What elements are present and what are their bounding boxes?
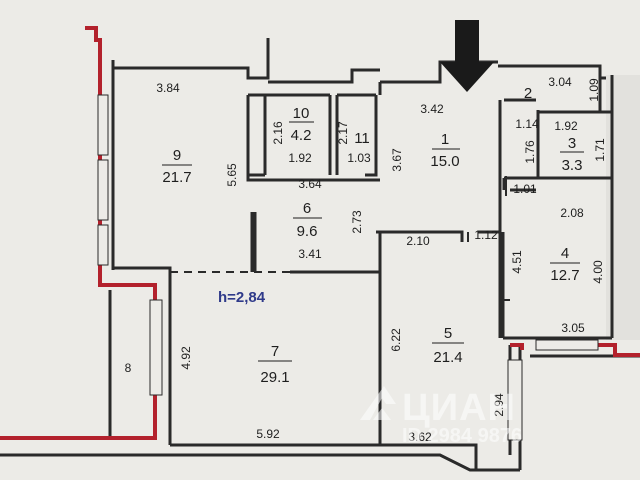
dim-2-94: 2.94: [492, 393, 506, 417]
dim-1-76: 1.76: [523, 140, 537, 164]
cian-logo-icon: [360, 386, 396, 420]
room-1-number: 1: [441, 131, 449, 148]
watermark-id: ID 2984 9876: [402, 425, 522, 447]
dim-1-12: 1.12: [474, 228, 498, 242]
watermark-brand: ЦИАН: [402, 387, 516, 429]
dim-3-62: 3.62: [408, 430, 432, 444]
door-markers: [461, 176, 510, 301]
dim-6-22: 6.22: [389, 328, 403, 352]
room-3-number: 3: [568, 135, 576, 152]
room-7-number: 7: [271, 343, 279, 360]
dim-1-92b: 1.92: [554, 119, 578, 133]
dim-3-84: 3.84: [156, 81, 180, 95]
room-6-area: 9.6: [297, 223, 318, 240]
watermark: ЦИАН ID 2984 9876: [360, 386, 522, 447]
room-11-number: 11: [354, 130, 370, 147]
dim-4-51: 4.51: [510, 250, 524, 274]
dim-1-09: 1.09: [587, 78, 601, 102]
dim-2-73: 2.73: [350, 210, 364, 234]
dim-4-00: 4.00: [591, 260, 605, 284]
dim-3-42: 3.42: [420, 102, 444, 116]
dimension-labels: 3.84 5.65 2.16 1.92 2.17 1.03 3.42 3.67 …: [156, 75, 607, 444]
room-1-area: 15.0: [430, 153, 459, 170]
dim-2-16: 2.16: [271, 121, 285, 145]
dim-2-17: 2.17: [336, 121, 350, 145]
room-9-area: 21.7: [162, 169, 191, 186]
dim-2-08: 2.08: [560, 206, 584, 220]
room-4-number: 4: [561, 245, 569, 262]
dim-3-64: 3.64: [298, 177, 322, 191]
room-labels: 9 21.7 10 4.2 11 1 15.0 2 3 3.3 6 9.6 4 …: [125, 85, 584, 386]
window-hatch: [97, 94, 599, 441]
dim-4-92: 4.92: [179, 346, 193, 370]
dim-3-05: 3.05: [561, 321, 585, 335]
dim-3-67: 3.67: [390, 148, 404, 172]
dim-1-92a: 1.92: [288, 151, 312, 165]
dim-3-04: 3.04: [548, 75, 572, 89]
dim-1-14: 1.14: [515, 117, 539, 131]
dim-1-03: 1.03: [347, 151, 371, 165]
ceiling-height: h=2,84: [218, 289, 266, 306]
room-5-number: 5: [444, 325, 452, 342]
room-3-area: 3.3: [562, 157, 583, 174]
room-4-area: 12.7: [550, 267, 579, 284]
room-5-area: 21.4: [433, 349, 462, 366]
room-8-number: 8: [125, 361, 132, 375]
dim-1-71: 1.71: [593, 138, 607, 162]
dim-3-41: 3.41: [298, 247, 322, 261]
dim-2-10: 2.10: [406, 234, 430, 248]
dim-1-01: 1.01: [513, 182, 537, 196]
entrance-arrow-icon: [440, 20, 494, 92]
room-6-number: 6: [303, 200, 311, 217]
dim-5-92: 5.92: [256, 427, 280, 441]
dim-5-65: 5.65: [225, 163, 239, 187]
room-7-area: 29.1: [260, 369, 289, 386]
room-10-number: 10: [293, 105, 310, 122]
room-10-area: 4.2: [291, 127, 312, 144]
room-9-number: 9: [173, 147, 181, 164]
room-2-number: 2: [524, 85, 532, 102]
